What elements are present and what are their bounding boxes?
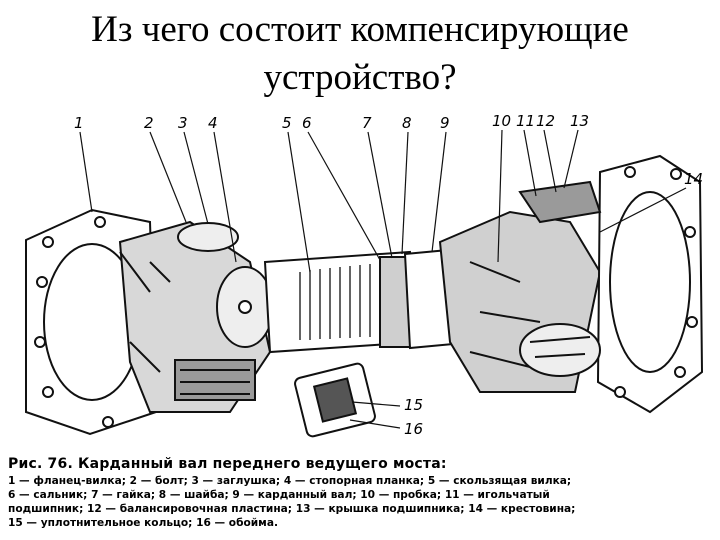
slide-title: Из чего состоит компенсирующие устройств… — [0, 6, 720, 102]
callout-10: 10 — [492, 112, 511, 130]
caption-line-1: 1 — фланец-вилка; 2 — болт; 3 — заглушка… — [8, 475, 572, 487]
left-bearing-cap-top — [177, 222, 239, 252]
callout-7: 7 — [362, 114, 372, 132]
callout-13: 13 — [570, 112, 589, 130]
slide-title-line-1: Из чего состоит компенсирующие — [91, 9, 629, 50]
right-bearing-bottom — [519, 323, 601, 377]
callout-2: 2 — [144, 114, 154, 132]
callout-14: 14 — [684, 170, 703, 188]
caption-line-2: 6 — сальник; 7 — гайка; 8 — шайба; 9 — к… — [8, 489, 550, 501]
caption-line-4: 15 — уплотнительное кольцо; 16 — обойма. — [8, 517, 279, 529]
caption-heading: Рис. 76. Карданный вал переднего ведущег… — [8, 456, 447, 472]
callout-12: 12 — [536, 112, 555, 130]
callout-11: 11 — [516, 112, 535, 130]
callout-16: 16 — [404, 420, 423, 438]
callout-4: 4 — [208, 114, 218, 132]
cardan-shaft-illustration: 1 2 3 4 5 6 7 8 9 10 11 12 13 14 15 16 — [25, 112, 703, 438]
caption-line-3: подшипник; 12 — балансировочная пластина… — [8, 503, 576, 515]
slide-title-line-2: устройство? — [263, 57, 457, 98]
callout-3: 3 — [178, 114, 188, 132]
right-bearing-top — [518, 180, 602, 224]
figure-caption: Рис. 76. Карданный вал переднего ведущег… — [8, 456, 714, 530]
callout-5: 5 — [282, 114, 292, 132]
callout-6: 6 — [302, 114, 312, 132]
callout-9: 9 — [440, 114, 450, 132]
callout-8: 8 — [402, 114, 412, 132]
callout-15: 15 — [404, 396, 423, 414]
callout-1: 1 — [74, 114, 84, 132]
